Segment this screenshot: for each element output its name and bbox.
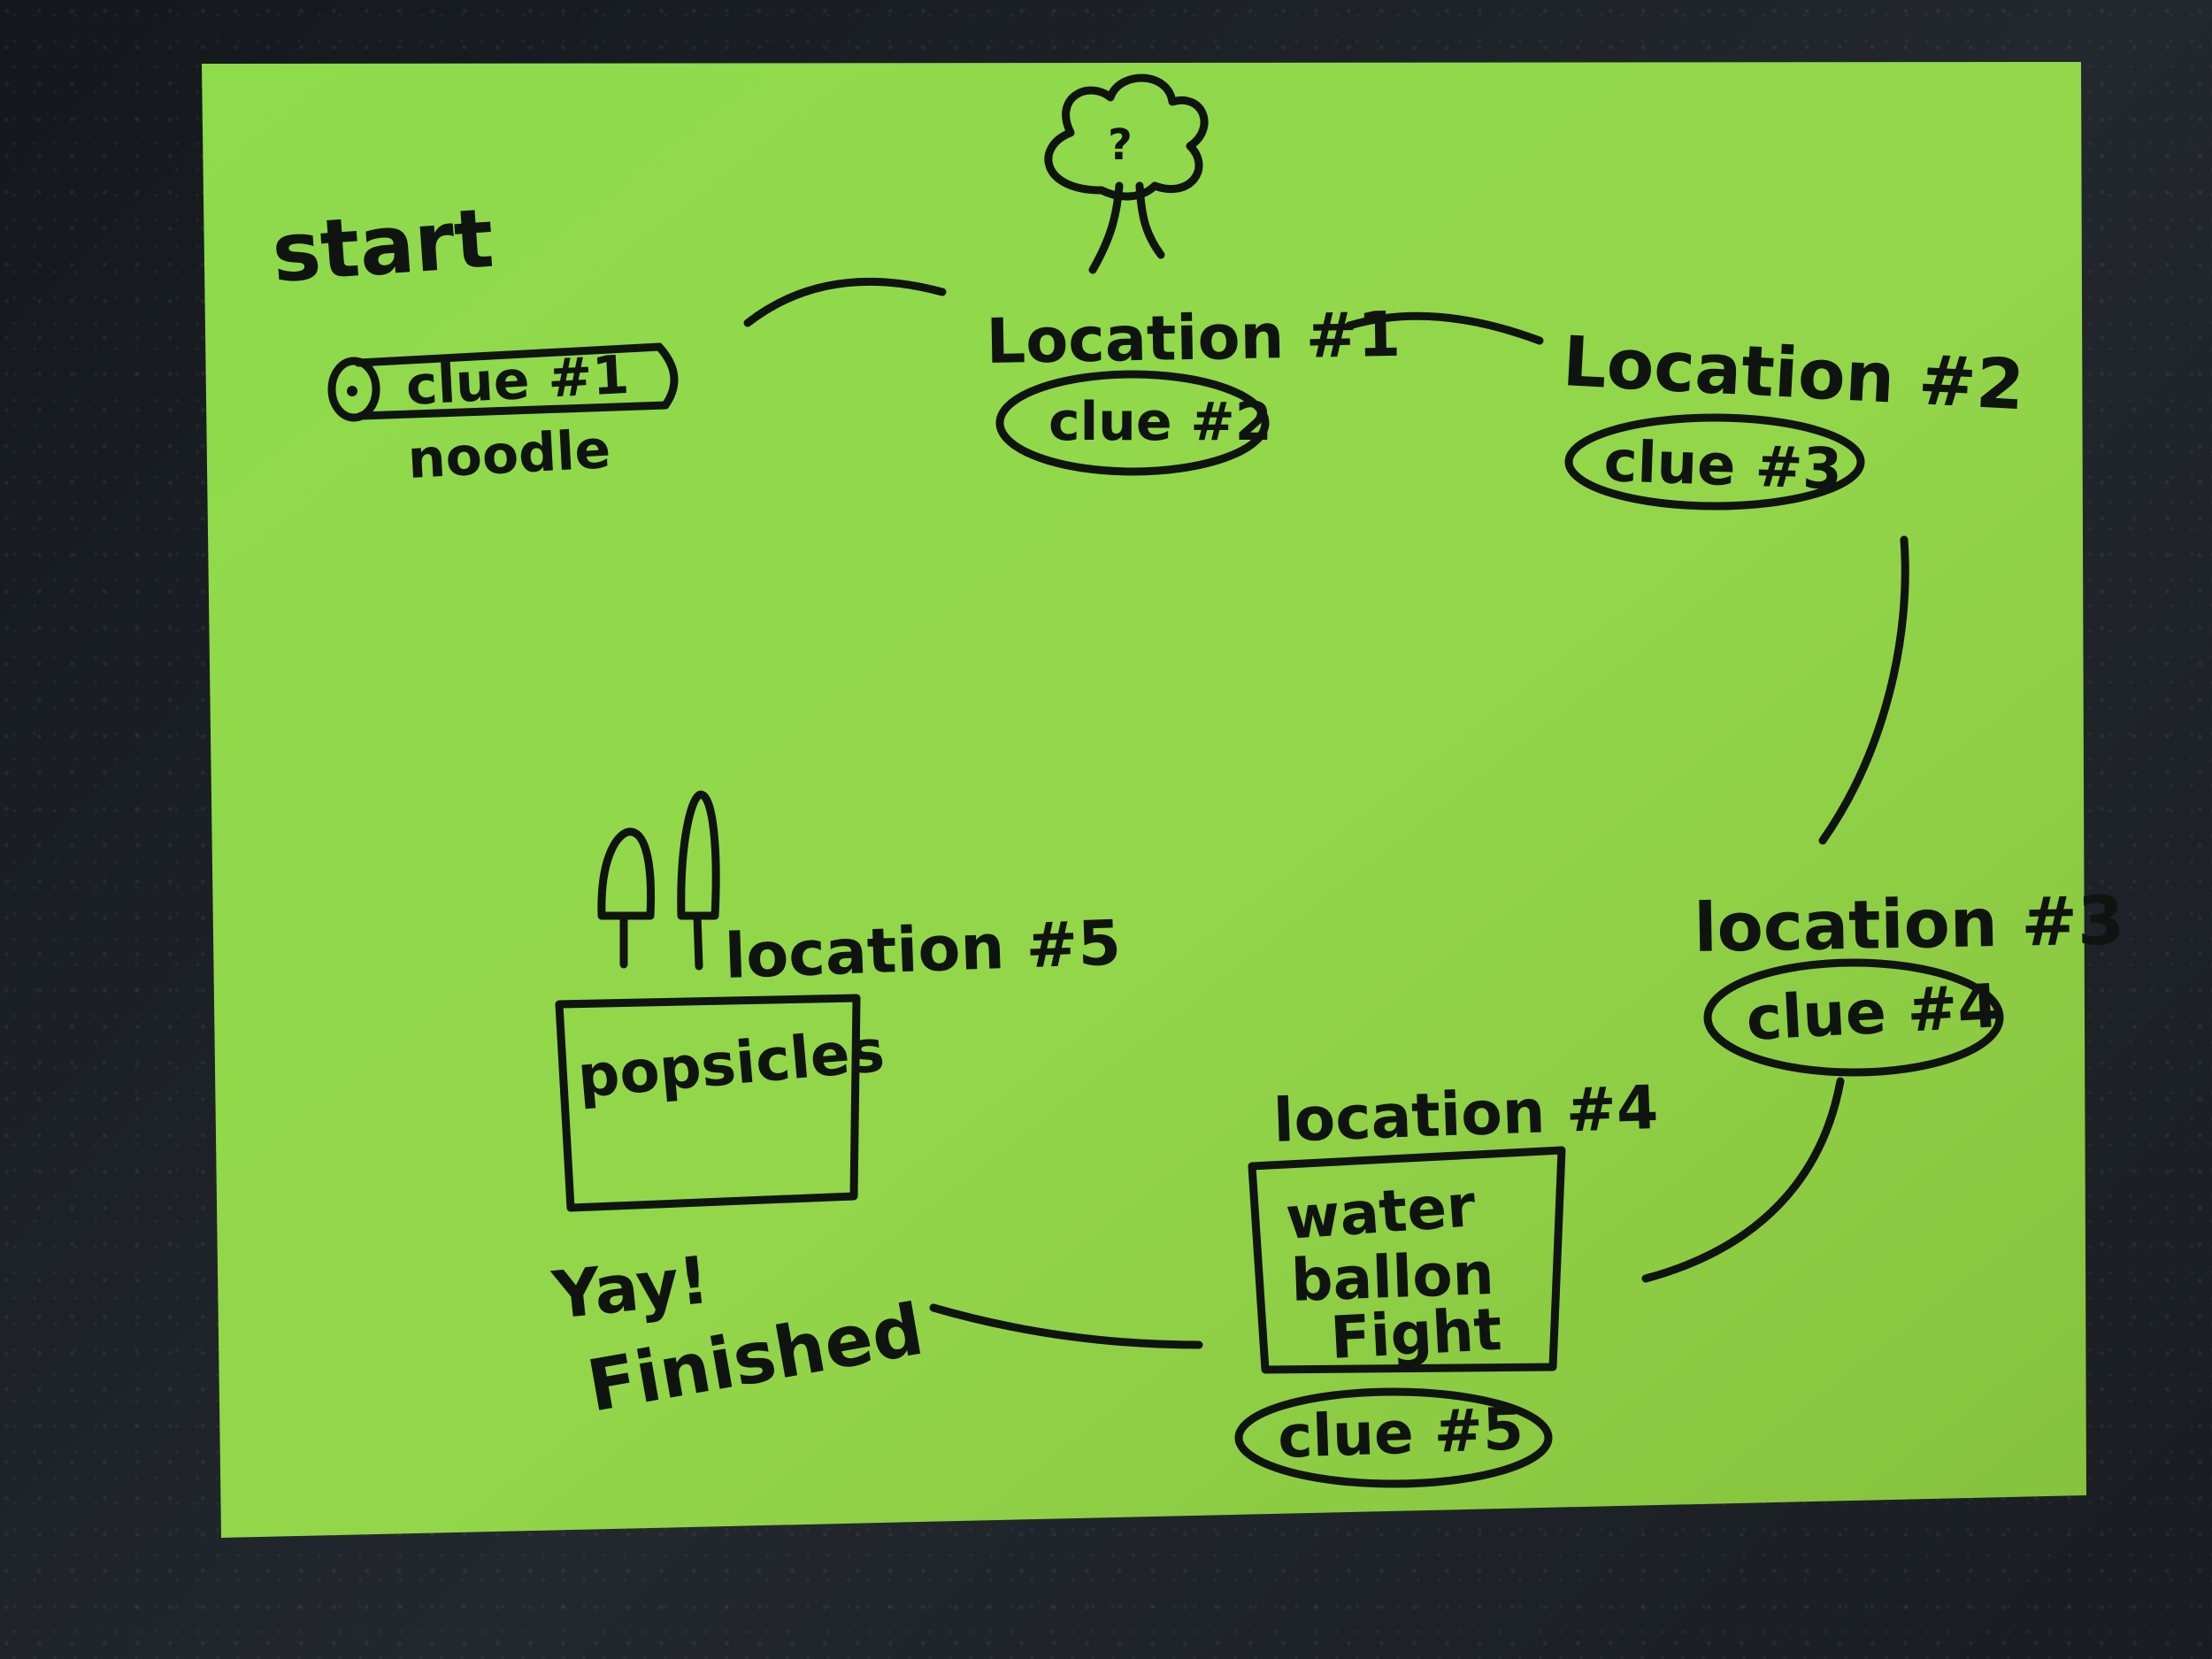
location-3-label: location #3 xyxy=(1694,881,2125,967)
location-5-label: location #5 xyxy=(724,906,1123,993)
location-4-box-line-3: Fight xyxy=(1329,1295,1503,1372)
tree-question-mark: ? xyxy=(1108,120,1133,170)
start-label: start xyxy=(269,191,496,301)
clue-3-label: clue #3 xyxy=(1602,429,1843,503)
location-1-label: Location #1 xyxy=(986,298,1402,378)
clue-2-label: clue #2 xyxy=(1048,391,1271,453)
clue-1-label: clue #1 xyxy=(404,344,631,418)
clue-5-label: clue #5 xyxy=(1277,1394,1525,1471)
clue-4-label: clue #4 xyxy=(1745,972,2001,1055)
noodle-caption: noodle xyxy=(406,419,612,491)
location-4-label: location #4 xyxy=(1272,1073,1660,1156)
